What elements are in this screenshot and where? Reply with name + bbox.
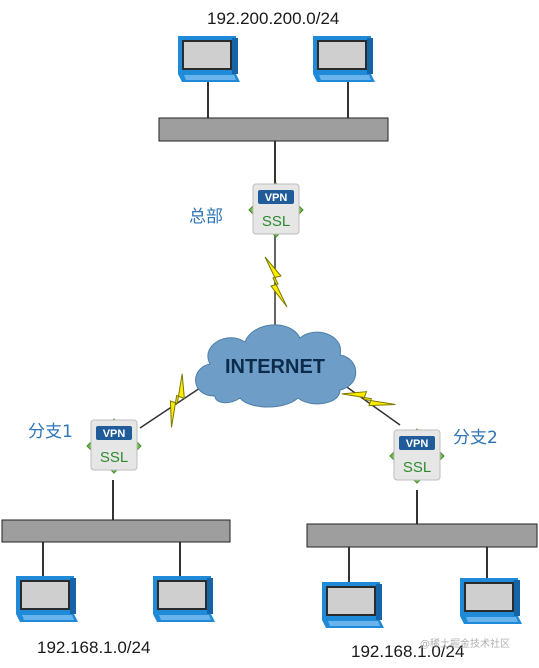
branch1-vpn-device-icon: VPN SSL bbox=[86, 418, 142, 474]
branch2-vpn-badge-text: VPN bbox=[406, 438, 429, 450]
hq-switch-bar bbox=[158, 117, 389, 142]
internet-label: INTERNET bbox=[225, 356, 325, 378]
branch1-switch-bar bbox=[1, 519, 231, 543]
branch2-ssl-text: SSL bbox=[403, 459, 431, 476]
branch1-ssl-text: SSL bbox=[100, 449, 128, 466]
hq-lightning-icon bbox=[264, 256, 288, 308]
branch1-network-label: 192.168.1.0/24 bbox=[37, 638, 150, 657]
branch2-site-label: 分支2 bbox=[453, 428, 498, 448]
branch1-computer-left-icon bbox=[16, 576, 78, 622]
internet-cloud-icon: INTERNET bbox=[195, 324, 357, 408]
branch2-computer-right-icon bbox=[460, 578, 522, 624]
branch1-site-label: 分支1 bbox=[28, 422, 73, 442]
hq-site-label: 总部 bbox=[189, 207, 223, 227]
hq-computer-right-icon bbox=[313, 36, 375, 82]
hq-network-label: 192.200.200.0/24 bbox=[207, 9, 339, 28]
branch2-network-label: 192.168.1.0/24 bbox=[351, 642, 464, 661]
branch1-vpn-badge-text: VPN bbox=[103, 428, 126, 440]
hq-vpn-badge-text: VPN bbox=[265, 192, 288, 204]
branch2-vpn-device-icon: VPN SSL bbox=[389, 428, 445, 484]
hq-vpn-device-icon: VPN SSL bbox=[248, 182, 304, 238]
branch1-lightning-icon bbox=[152, 373, 201, 428]
branch2-switch-bar bbox=[306, 523, 538, 548]
branch2-computer-left-icon bbox=[322, 582, 384, 628]
hq-ssl-text: SSL bbox=[262, 213, 290, 230]
hq-computer-left-icon bbox=[178, 36, 240, 82]
branch1-computer-right-icon bbox=[153, 576, 215, 622]
watermark-text: @稀土掘金技术社区 bbox=[420, 637, 510, 650]
